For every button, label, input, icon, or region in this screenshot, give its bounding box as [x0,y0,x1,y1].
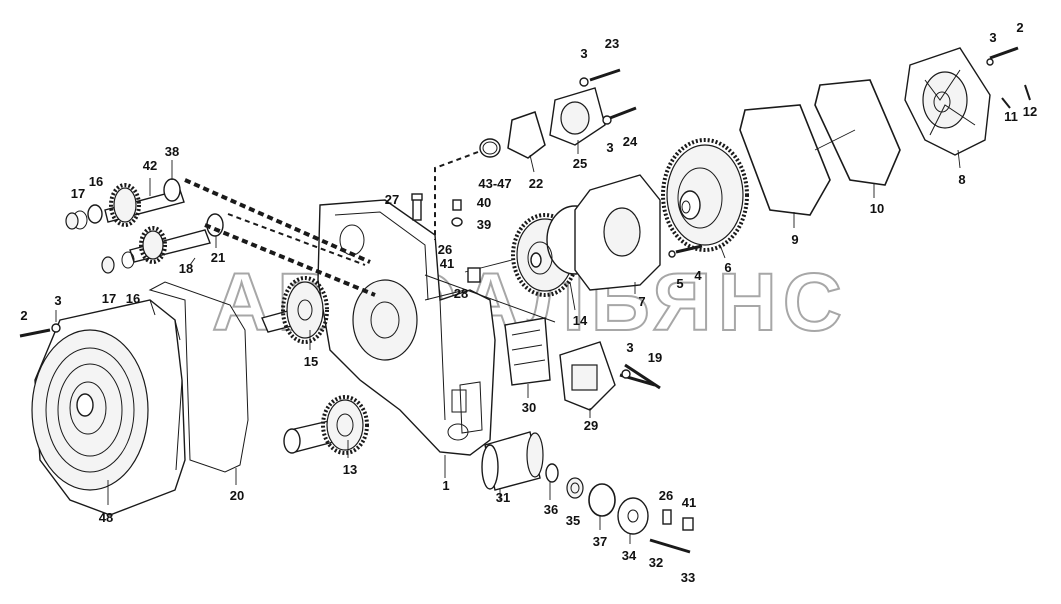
callout-17: 17 [71,186,85,201]
callout-28: 28 [454,286,468,301]
callout-41: 41 [682,495,696,510]
converter-housing [31,299,186,516]
callout-39: 39 [477,217,491,232]
gasket-9 [739,104,831,228]
bolt-2-left [19,310,61,338]
main-housing [317,199,496,478]
callout-34: 34 [622,548,637,563]
callout-33: 33 [681,570,695,585]
pump-cover [549,68,637,154]
output-flange-assembly [481,431,694,554]
callout-37: 37 [593,534,607,549]
callout-2: 2 [1016,20,1023,35]
bolt-19 [624,363,661,390]
callout-14: 14 [573,313,588,328]
housing-gasket [148,281,249,485]
callout-16: 16 [126,291,140,306]
callout-31: 31 [496,490,510,505]
callout-26: 26 [659,488,673,503]
callout-38: 38 [165,144,179,159]
gear-shaft-13 [283,395,369,458]
callout-9: 9 [791,232,798,247]
gasket-22 [434,111,546,240]
callout-16: 16 [89,174,103,189]
callout-23: 23 [605,36,619,51]
callout-11: 11 [1004,109,1018,124]
callout-6: 6 [724,260,731,275]
callout-40: 40 [477,195,491,210]
callout-41: 41 [440,256,454,271]
fasteners-top-right [986,46,1031,109]
callout-2: 2 [20,308,27,323]
callout-20: 20 [230,488,244,503]
callout-5: 5 [676,276,683,291]
callout-4: 4 [694,268,702,283]
counter-shaft-assembly [101,213,376,297]
callout-26: 26 [438,242,452,257]
input-shaft-assembly [65,160,371,264]
callout-42: 42 [143,158,157,173]
drive-plate [574,174,661,294]
gear-15 [261,276,329,350]
callout-3: 3 [580,46,587,61]
callout-3: 3 [989,30,996,45]
callout-48: 48 [99,510,113,525]
callout-36: 36 [544,502,558,517]
clutch-gear [661,138,749,259]
callout-35: 35 [566,513,580,528]
callout-1: 1 [442,478,449,493]
callout-29: 29 [584,418,598,433]
bolt-4 [668,244,703,258]
callout-15: 15 [304,354,318,369]
callout-8: 8 [958,172,965,187]
callout-3: 3 [606,140,613,155]
callout-25: 25 [573,156,587,171]
plugs-27-40-39 [411,193,463,227]
callout-7: 7 [638,294,645,309]
callout-32: 32 [649,555,663,570]
callout-3: 3 [626,340,633,355]
callout-27: 27 [385,192,399,207]
shaft-28 [424,267,556,323]
callout-24: 24 [623,134,638,149]
callout-43-47: 43-47 [478,176,511,191]
valve-plate [504,317,551,398]
callout-labels: 1 2 2 3 3 3 3 3 4 5 6 7 8 9 10 11 12 13 … [20,20,1037,585]
callout-18: 18 [179,261,193,276]
callout-17: 17 [102,291,116,306]
callout-22: 22 [529,176,543,191]
callout-10: 10 [870,201,884,216]
rear-cover [904,47,991,169]
callout-3: 3 [54,293,61,308]
control-valve-block [559,341,656,418]
gasket-10 [814,79,901,198]
callout-30: 30 [522,400,536,415]
callout-19: 19 [648,350,662,365]
callout-21: 21 [211,250,225,265]
callout-12: 12 [1023,104,1037,119]
callout-13: 13 [343,462,357,477]
